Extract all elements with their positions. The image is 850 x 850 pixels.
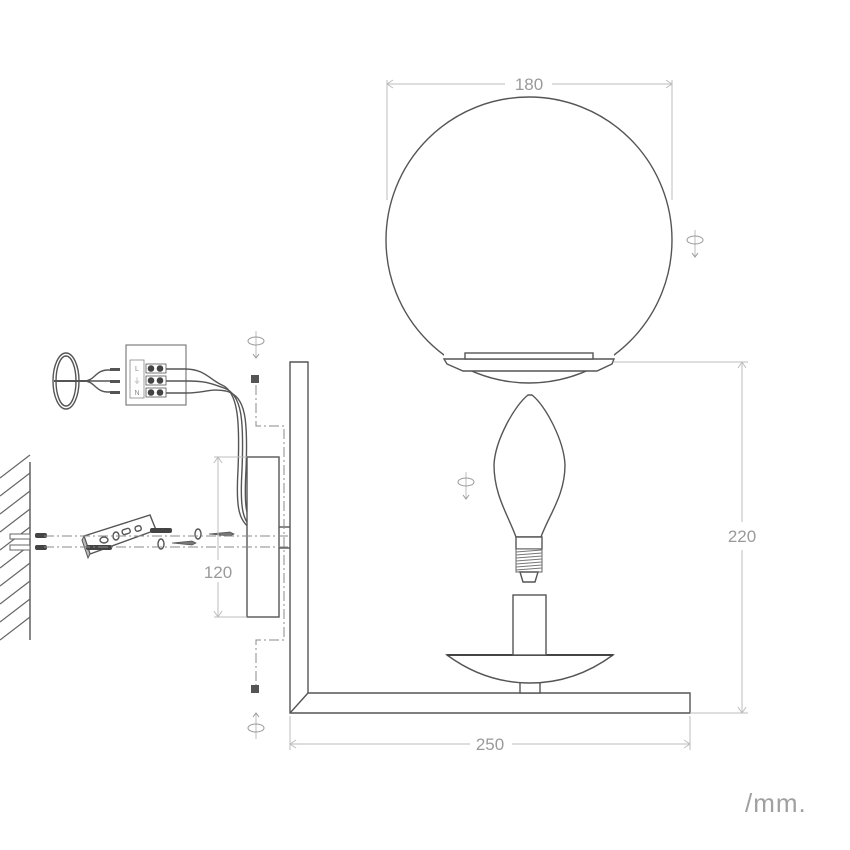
terminal-label-live: L [135,366,139,373]
wall-plate [246,456,291,618]
screws [157,528,235,550]
socket-stem [512,594,547,656]
bracket-screw-top [150,528,172,533]
glass-globe [385,96,673,384]
center-lines [44,385,290,685]
bulb-thread [515,548,543,573]
rotate-screw-icon [247,712,265,739]
wall-section [0,454,31,641]
dimension-height: 220 [614,361,756,714]
dimension-label-120: 120 [204,563,232,582]
terminal-label-neutral: N [134,390,139,397]
candle-bulb [493,394,566,583]
dimension-width: 250 [289,716,691,754]
dimension-plate-height: 120 [204,456,247,618]
l-shaped-arm [289,361,691,714]
terminal-label-earth: ⏚ [134,377,141,385]
rotate-screw-icon [457,472,475,500]
rotate-screw-icon [247,331,265,359]
unit-label: /mm. [745,788,807,818]
bowl-cup [444,654,616,694]
grub-screw-bottom [251,685,259,693]
lamp-wires [166,368,255,529]
dimension-globe-diameter: 180 [386,75,673,200]
dimension-label-220: 220 [728,527,756,546]
ceiling-cable [52,352,120,410]
dimension-label-180: 180 [515,75,543,94]
dimension-label-250: 250 [476,735,504,754]
rotate-screw-icon [686,230,704,258]
wall-plugs [35,533,47,550]
terminal-connectors [145,363,167,398]
terminal-block: L ⏚ N [125,344,187,406]
grub-screw-top [251,375,259,383]
